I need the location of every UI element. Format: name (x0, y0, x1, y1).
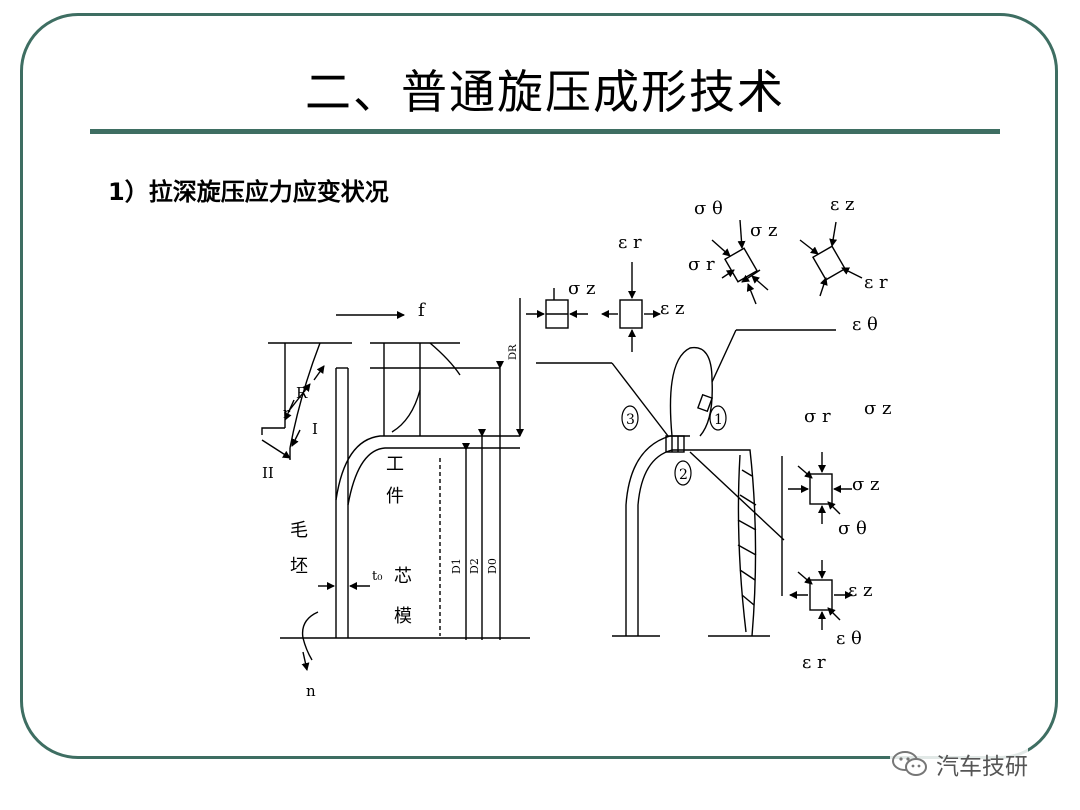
dim-DR-label: DR (508, 344, 519, 360)
zone-II-label: II (262, 464, 274, 482)
watermark: 汽车技研 (890, 746, 1028, 782)
slide-subtitle: 1）拉深旋压应力应变状况 (108, 178, 389, 206)
element-sigma-z-top (526, 288, 588, 329)
zone-2-label: 2 (679, 467, 688, 483)
eps-z-zone2-label: ε z (848, 580, 873, 601)
workpiece-label-2: 件 (386, 486, 404, 507)
eps-z-top-label: ε z (660, 298, 685, 319)
blank-label-1: 毛 (290, 520, 308, 541)
sigma-theta-zone2-label: σ θ (838, 518, 867, 539)
element-eps-top (601, 262, 661, 352)
radius-r-label: r (283, 404, 291, 422)
radius-R-label: R (296, 384, 308, 402)
zone-schematic (611, 329, 836, 637)
sigma-z-zone1-label: σ z (750, 220, 778, 241)
workpiece-label-1: 工 (386, 454, 404, 475)
wechat-icon (892, 751, 927, 776)
blank-label-2: 坯 (290, 556, 308, 577)
sigma-z-zone2-label: σ z (852, 474, 880, 495)
sigma-r-zone2-label: σ r (804, 406, 831, 427)
dim-D2-label: D2 (468, 558, 481, 574)
sigma-z-top-label: σ z (568, 278, 596, 299)
sigma-z-zone2-top-label: σ z (864, 398, 892, 419)
zone-markers (621, 405, 727, 486)
eps-r-zone1-label: ε r (864, 272, 888, 293)
dim-D1-label: D1 (450, 558, 463, 574)
eps-theta-zone2-label: ε θ (836, 628, 862, 649)
zone-3-label: 3 (626, 412, 635, 428)
rotation-n-label: n (306, 682, 316, 700)
element-zone2-stress (788, 452, 852, 524)
dim-D0-label: D0 (486, 558, 499, 574)
title-rule (90, 129, 1000, 134)
slide-frame (20, 13, 1058, 759)
element-zone1-stress (711, 219, 769, 305)
eps-r-zone2-label: ε r (802, 652, 826, 673)
zone-1-label: 1 (714, 412, 723, 428)
sigma-theta-zone1-label: σ θ (694, 198, 723, 219)
zone-I-label: I (312, 420, 318, 438)
process-schematic (261, 298, 612, 671)
watermark-text: 汽车技研 (936, 754, 1028, 780)
thickness-t0-label: t₀ (372, 569, 382, 584)
eps-r-top-label: ε r (618, 232, 642, 253)
mandrel-label-1: 芯 (394, 566, 412, 587)
feed-label: f (418, 300, 426, 321)
element-zone1-strain (799, 221, 863, 297)
eps-z-zone1-label: ε z (830, 194, 855, 215)
element-zone2-strain (789, 560, 853, 630)
slide-title: 二、普通旋压成形技术 (305, 65, 785, 119)
sigma-r-zone1-label: σ r (688, 254, 715, 275)
mandrel-label-2: 模 (394, 606, 412, 627)
eps-theta-zone1-label: ε θ (852, 314, 878, 335)
